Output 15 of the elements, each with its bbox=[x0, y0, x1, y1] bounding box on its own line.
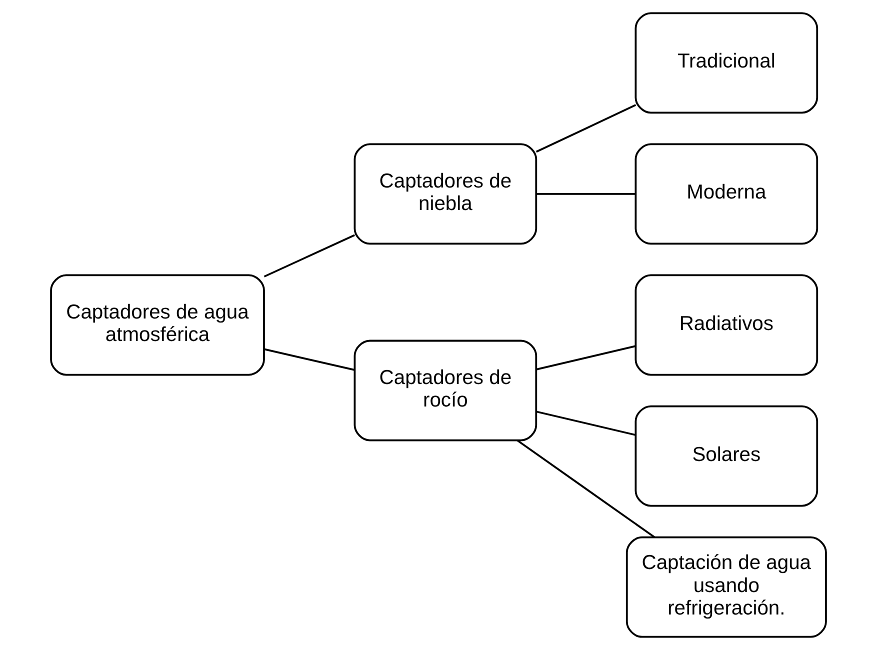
connector bbox=[536, 345, 636, 370]
connector bbox=[264, 234, 355, 278]
connector bbox=[536, 193, 636, 195]
connector bbox=[516, 440, 656, 538]
connector bbox=[536, 410, 636, 436]
node-box: Solares bbox=[634, 405, 818, 507]
node-box: Captadores de rocío bbox=[354, 340, 538, 442]
connector bbox=[536, 104, 636, 153]
connector bbox=[264, 348, 355, 371]
node-box: Moderna bbox=[634, 143, 818, 245]
node-box: Captadores de niebla bbox=[354, 143, 538, 245]
node-box: Captadores de agua atmosférica bbox=[50, 274, 265, 376]
node-box: Radiativos bbox=[634, 274, 818, 376]
node-box: Tradicional bbox=[634, 12, 818, 114]
node-box: Captación de agua usando refrigeración. bbox=[626, 536, 827, 638]
